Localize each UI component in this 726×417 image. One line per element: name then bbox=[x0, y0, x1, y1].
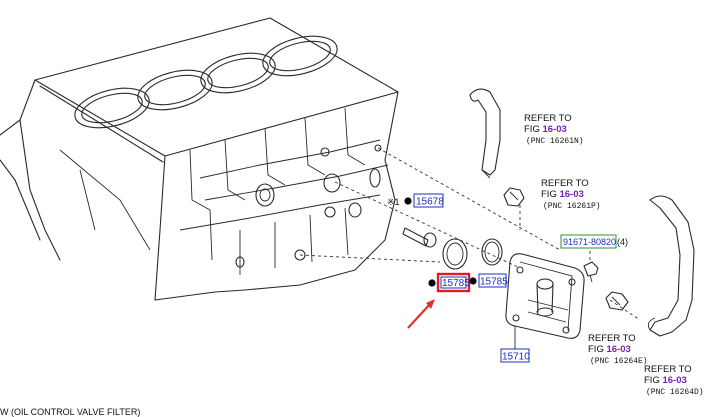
fig-label: FIG bbox=[588, 344, 606, 355]
hose-right bbox=[647, 195, 695, 337]
hose-upper bbox=[469, 88, 501, 179]
new-part-dot-icon bbox=[428, 279, 436, 287]
part-label-91671-80820[interactable]: 91671-80820 (4) bbox=[560, 234, 628, 249]
new-part-dot-icon bbox=[469, 277, 477, 285]
pnc-code: (PNC 16261P) bbox=[543, 202, 601, 211]
part-box bbox=[440, 276, 467, 289]
refer-label: REFER TO bbox=[541, 178, 589, 189]
part-label-15678[interactable]: ※1 15678 bbox=[387, 193, 444, 208]
part-number-link[interactable]: 91671-80820 bbox=[563, 237, 616, 247]
refer-label: REFER TO bbox=[524, 113, 572, 124]
refer-callout-16264d[interactable]: REFER TO FIG 16-03 (PNC 16264D) bbox=[644, 364, 704, 397]
part-number-link[interactable]: 15678 bbox=[416, 197, 444, 208]
svg-text:FIG 16-03: FIG 16-03 bbox=[541, 189, 584, 200]
pnc-code: (PNC 16261N) bbox=[526, 137, 584, 146]
fig-number-link[interactable]: 16-03 bbox=[662, 375, 686, 386]
fig-number-link[interactable]: 16-03 bbox=[542, 124, 566, 135]
figure-caption: W (OIL CONTROL VALVE FILTER) bbox=[0, 407, 140, 417]
part-label-15710[interactable]: 15710 bbox=[500, 326, 530, 363]
part-label-15785[interactable]: 15785 bbox=[469, 273, 508, 288]
svg-text:FIG 16-03: FIG 16-03 bbox=[644, 375, 687, 386]
pnc-code: (PNC 16264E) bbox=[590, 357, 648, 366]
union-bolt-15678 bbox=[402, 227, 437, 248]
fig-number-link[interactable]: 16-03 bbox=[606, 344, 630, 355]
refer-callout-16261n[interactable]: REFER TO FIG 16-03 (PNC 16261N) bbox=[524, 113, 584, 146]
assembly-lines bbox=[299, 147, 641, 321]
refer-callout-16264e[interactable]: REFER TO FIG 16-03 (PNC 16264E) bbox=[588, 333, 648, 366]
hose-clip-upper bbox=[503, 187, 525, 207]
fig-number-link[interactable]: 16-03 bbox=[559, 189, 583, 200]
part-box bbox=[413, 193, 444, 208]
part-number-link[interactable]: 15710 bbox=[502, 352, 530, 363]
refer-callout-16261p[interactable]: REFER TO FIG 16-03 (PNC 16261P) bbox=[541, 178, 601, 211]
oil-cooler-15710 bbox=[505, 253, 585, 339]
part-box bbox=[478, 273, 507, 288]
part-number-link[interactable]: 15785 bbox=[480, 277, 508, 288]
hose-clip-lower bbox=[605, 291, 629, 311]
part-label-15785-highlighted[interactable]: 15785 bbox=[428, 272, 470, 293]
fig-label: FIG bbox=[524, 124, 542, 135]
svg-text:FIG 16-03: FIG 16-03 bbox=[588, 344, 631, 355]
refer-label: REFER TO bbox=[644, 364, 692, 375]
part-box bbox=[560, 234, 617, 249]
fig-label: FIG bbox=[644, 375, 662, 386]
note-symbol: ※1 bbox=[387, 197, 400, 207]
o-ring-15785-left bbox=[442, 238, 468, 270]
svg-text:FIG 16-03: FIG 16-03 bbox=[524, 124, 567, 135]
new-part-dot-icon bbox=[404, 197, 412, 205]
quantity-label: (4) bbox=[617, 237, 628, 247]
red-pointer-arrow-icon bbox=[407, 299, 435, 329]
bolt-91671 bbox=[583, 261, 599, 283]
fig-label: FIG bbox=[541, 189, 559, 200]
part-number-link[interactable]: 15785 bbox=[442, 278, 470, 289]
pnc-code: (PNC 16264D) bbox=[646, 388, 704, 397]
part-box bbox=[500, 348, 530, 363]
o-ring-15785-right bbox=[481, 238, 503, 266]
engine-block-illustration bbox=[0, 17, 399, 301]
refer-label: REFER TO bbox=[588, 333, 636, 344]
